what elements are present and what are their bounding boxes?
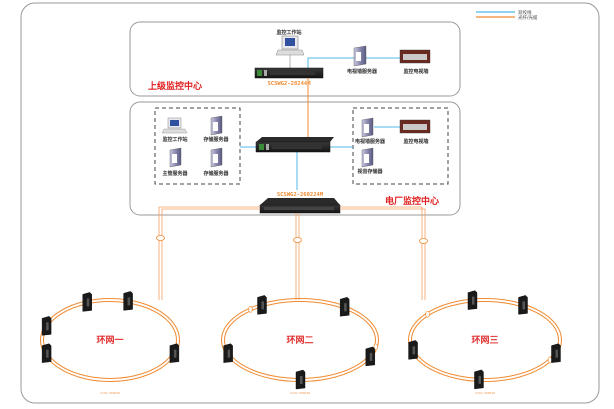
ring-node-switch [223,343,233,363]
video-wall-server: 电视墙服务器 [347,45,378,75]
ring-node-switch [365,346,375,367]
fiber-trunks [158,206,426,300]
switch-port-panel [300,376,303,384]
ring-node-switch [408,340,418,360]
right-group-label-3: 视音存储器 [357,168,383,175]
ring-node-switch [551,343,561,363]
fiber-connector-icon [156,235,165,241]
switch-port-panel [227,349,231,358]
left-group-label-4: 存储服务器 [202,170,229,177]
plant-access-switch [255,137,334,153]
legend-label-copper: 双绞线 [518,9,532,16]
ring-fiber-inner [43,301,177,379]
ring-node-switch [257,295,267,315]
switch-port-panel [261,301,264,310]
video-wall: 监控电视墙 [399,49,431,75]
ring-node-switch [474,369,484,390]
upper-center-title: 上级监控中心 [148,80,202,92]
right-group-label-2: 监控电视墙 [403,138,428,145]
upper-workstation: 监控工作站 [275,29,305,68]
ring-node-switch [518,295,528,315]
video-server-label: 电视墙服务器 [347,68,378,75]
ring-fiber-outer [40,298,180,382]
left-server-group [154,107,241,185]
ring-node-switch [41,343,52,363]
upper-switch: SCSWG2-28244M [254,67,324,87]
ring-node-model-2: SCSW-0806ZW [290,391,310,395]
ring-fiber-outer [408,298,562,382]
ring-node-switch [467,290,478,310]
fiber-connector-icon [547,356,553,364]
core-switch: SCSWG2-260224M [259,192,341,214]
video-wall-label: 监控电视墙 [403,68,428,75]
switch-port-panel [86,298,90,307]
fiber-connector-icon [293,237,302,243]
upper-switch-model: SCSWG2-28244M [267,81,311,87]
switch-port-panel [412,346,416,355]
keyboard-icon [275,49,305,56]
left-group-label-2: 存储服务器 [202,136,229,143]
switch-port-panel [344,303,347,312]
switch-port-panel [46,322,49,331]
left-group-label-3: 主管服务器 [162,170,188,177]
switch-port-panel [369,352,373,361]
switch-port-panel [173,349,177,358]
right-group-label-1: 电视墙服务器 [355,138,386,145]
fiber-connector-icon [248,306,253,313]
ring-3: 环网三 SCSW-0806ZW [408,298,562,395]
right-server-group [352,107,449,185]
fiber-connector-icon [373,343,378,351]
switch-port-panel [522,301,525,310]
legend-label-fiber: 光纤/光缆 [518,14,538,21]
keyboard-icon [161,128,188,134]
upper-workstation-label: 监控工作站 [276,29,301,36]
fiber-connector-icon [425,310,430,318]
ring-fiber-inner [411,301,559,379]
ring-node-model-1: SCSW-0806ZW [100,391,120,395]
ring-label-3: 环网三 [471,335,498,346]
ring-node-switch [339,297,350,317]
rings-layer: 环网三 SCSW-0806ZW 环网二 SCSW-0806ZW 环网一 SCSW-0806… [40,290,562,395]
upper-center-panel [129,21,461,97]
switch-port-panel [555,349,558,358]
plant-center-title: 电厂监控中心 [385,195,439,207]
core-switch-model: SCSWG2-260224M [277,192,324,198]
legend: 双绞线 光纤/光缆 [476,9,538,21]
ring-label-1: 环网一 [96,335,123,346]
switch-port-panel [127,297,131,306]
switch-port-panel [46,349,49,358]
left-group-label-1: 监控工作站 [162,136,187,143]
ring-label-2: 环网二 [286,335,313,346]
ring-node-switch [41,316,52,336]
ring-node-switch [169,343,180,363]
switch-port-panel [478,375,481,384]
fiber-connector-icon [419,238,428,244]
ring-node-model-3: SCSW-0806ZW [475,391,495,395]
ring-node-switch [82,292,92,312]
ring-node-switch [295,369,306,390]
ring-node-switch [123,291,133,311]
upper-copper-link [307,57,400,72]
switch-port-panel [471,296,475,305]
